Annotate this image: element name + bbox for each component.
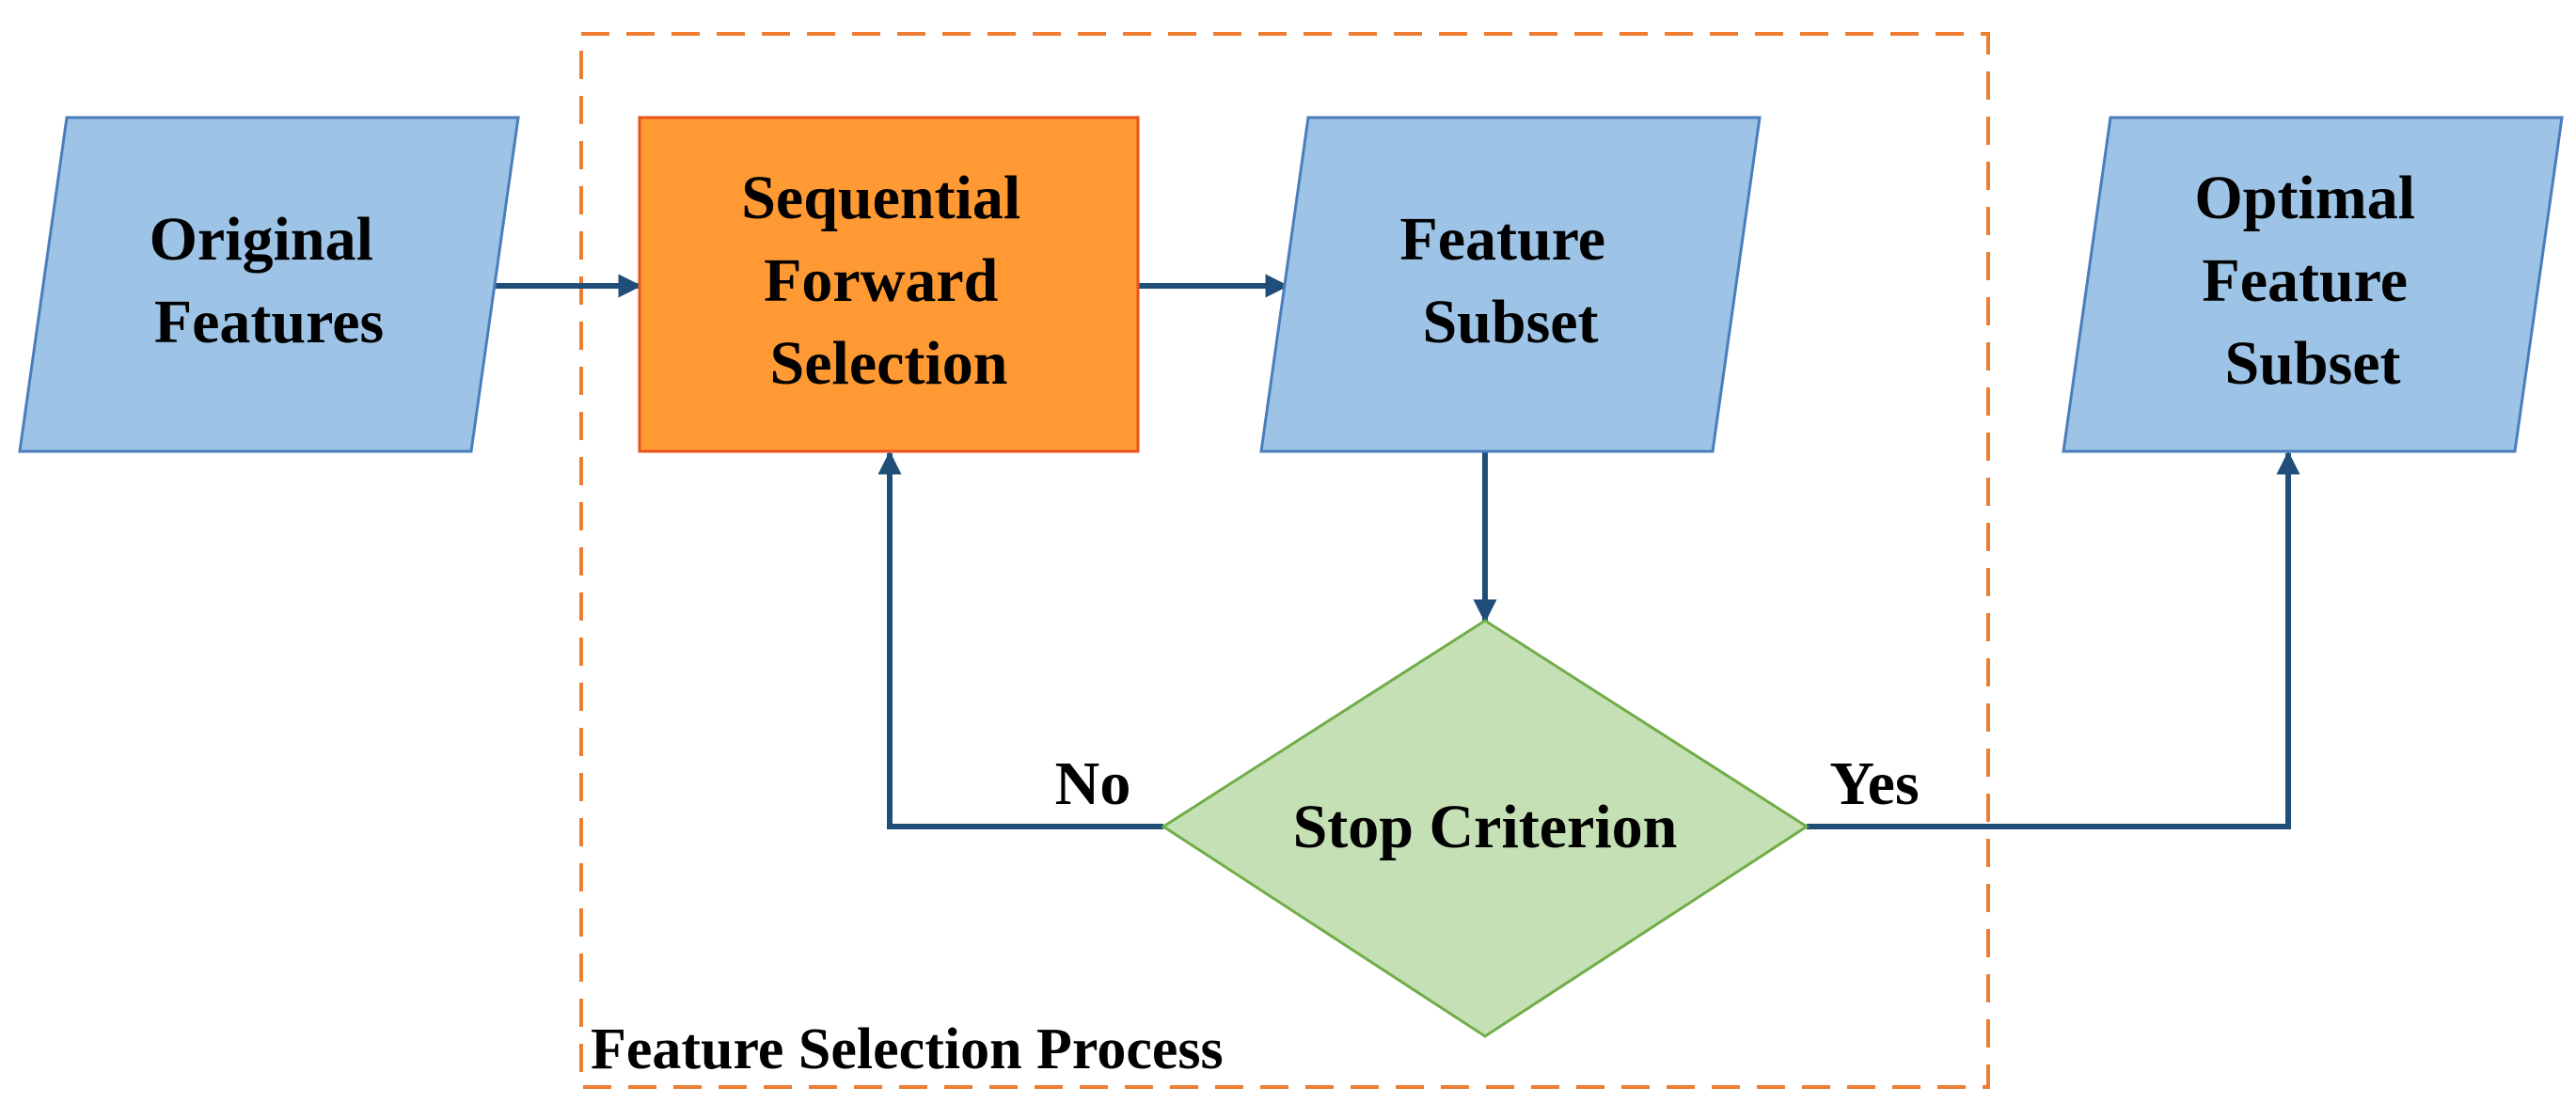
optimal-line3: Subset [2224,329,2400,398]
optimal-feature-subset-shape [2062,116,2564,453]
sequential-forward-selection-shape [638,116,1140,453]
optimal-feature-subset-label: Optimal Feature Subset [2194,164,2430,398]
stop-criterion-shape [1161,619,1810,1038]
original-features-shape [18,116,520,453]
feature-subset-node: Feature Subset [1259,116,1762,453]
feature-selection-process-group [579,32,1990,1089]
original-features-line2: Features [154,288,384,356]
original-features-line1: Original [150,205,373,274]
original-features-label: Original Features [150,205,389,356]
sequential-forward-selection-node: Sequential Forward Selection [638,116,1140,453]
group-label: Feature Selection Process [591,1017,1224,1081]
optimal-line1: Optimal [2194,164,2415,232]
sfs-line1: Sequential [741,164,1020,232]
stop-criterion-label: Stop Criterion [1293,793,1678,861]
edge-label-no: No [1055,749,1131,818]
sfs-line3: Selection [770,329,1008,398]
sfs-line2: Forward [764,246,998,315]
edge-label-yes: Yes [1829,749,1919,818]
original-features-node: Original Features [18,116,520,453]
feature-subset-shape [1259,116,1762,453]
optimal-feature-subset-node: Optimal Feature Subset [2062,116,2564,453]
feature-subset-label: Feature Subset [1399,205,1620,356]
arrow-yes-to-optimal [1807,450,2300,829]
sequential-forward-selection-label: Sequential Forward Selection [741,164,1036,398]
optimal-line2: Feature [2202,246,2408,315]
stop-criterion-node: Stop Criterion [1161,619,1810,1038]
feature-subset-line2: Subset [1422,288,1598,356]
arrow-no-back-to-sfs [877,450,1163,829]
feature-subset-line1: Feature [1399,205,1605,274]
